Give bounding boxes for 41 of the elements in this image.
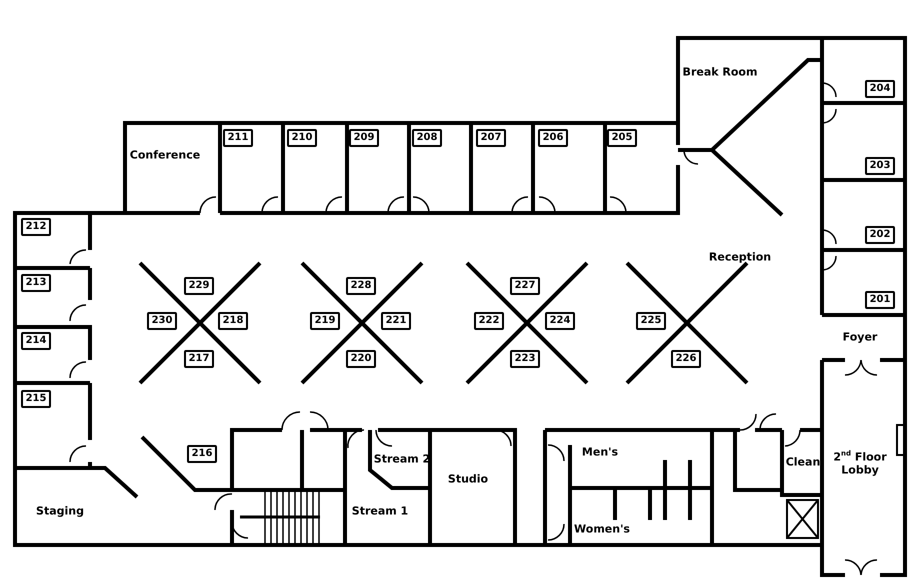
room-number-tag: 210 bbox=[287, 129, 317, 147]
room-number-tag: 227 bbox=[510, 277, 540, 295]
room-number-tag: 206 bbox=[538, 129, 568, 147]
room-number-tag: 220 bbox=[346, 350, 376, 368]
room-number-tag: 218 bbox=[218, 312, 248, 330]
room-number-tag: 228 bbox=[346, 277, 376, 295]
room-name: Reception bbox=[708, 250, 772, 264]
room-name: Studio bbox=[448, 472, 488, 486]
room-number-tag: 214 bbox=[21, 332, 51, 350]
room-number-tag: 215 bbox=[21, 390, 51, 408]
room-name: Foyer bbox=[842, 330, 878, 344]
room-number-tag: 225 bbox=[636, 312, 666, 330]
room-number-tag: 224 bbox=[545, 312, 575, 330]
room-number-tag: 213 bbox=[21, 274, 51, 292]
room-name: Women's bbox=[574, 522, 630, 536]
room-name: Stream 1 bbox=[352, 504, 408, 518]
room-number-tag: 229 bbox=[184, 277, 214, 295]
room-name: Conference bbox=[130, 148, 200, 162]
room-number-tag: 219 bbox=[310, 312, 340, 330]
room-name: 2$^{nd}$ Floor Lobby bbox=[832, 448, 888, 476]
room-number-tag: 222 bbox=[474, 312, 504, 330]
room-number-tag: 204 bbox=[865, 80, 895, 98]
room-number-tag: 207 bbox=[476, 129, 506, 147]
room-number-tag: 211 bbox=[223, 129, 253, 147]
room-number-tag: 223 bbox=[510, 350, 540, 368]
room-number-tag: 230 bbox=[147, 312, 177, 330]
room-name: Men's bbox=[582, 446, 618, 458]
room-number-tag: 216 bbox=[187, 445, 217, 463]
room-number-tag: 209 bbox=[349, 129, 379, 147]
room-number-tag: 208 bbox=[412, 129, 442, 147]
room-name: Staging bbox=[36, 504, 84, 518]
room-number-tag: 212 bbox=[21, 218, 51, 236]
room-number-tag: 201 bbox=[865, 291, 895, 309]
room-number-tag: 202 bbox=[865, 226, 895, 244]
room-name: Break Room bbox=[682, 66, 758, 78]
room-number-tag: 221 bbox=[381, 312, 411, 330]
room-name: Clean bbox=[786, 456, 820, 468]
room-number-tag: 205 bbox=[607, 129, 637, 147]
room-number-tag: 203 bbox=[865, 157, 895, 175]
room-number-tag: 217 bbox=[184, 350, 214, 368]
room-number-tag: 226 bbox=[671, 350, 701, 368]
